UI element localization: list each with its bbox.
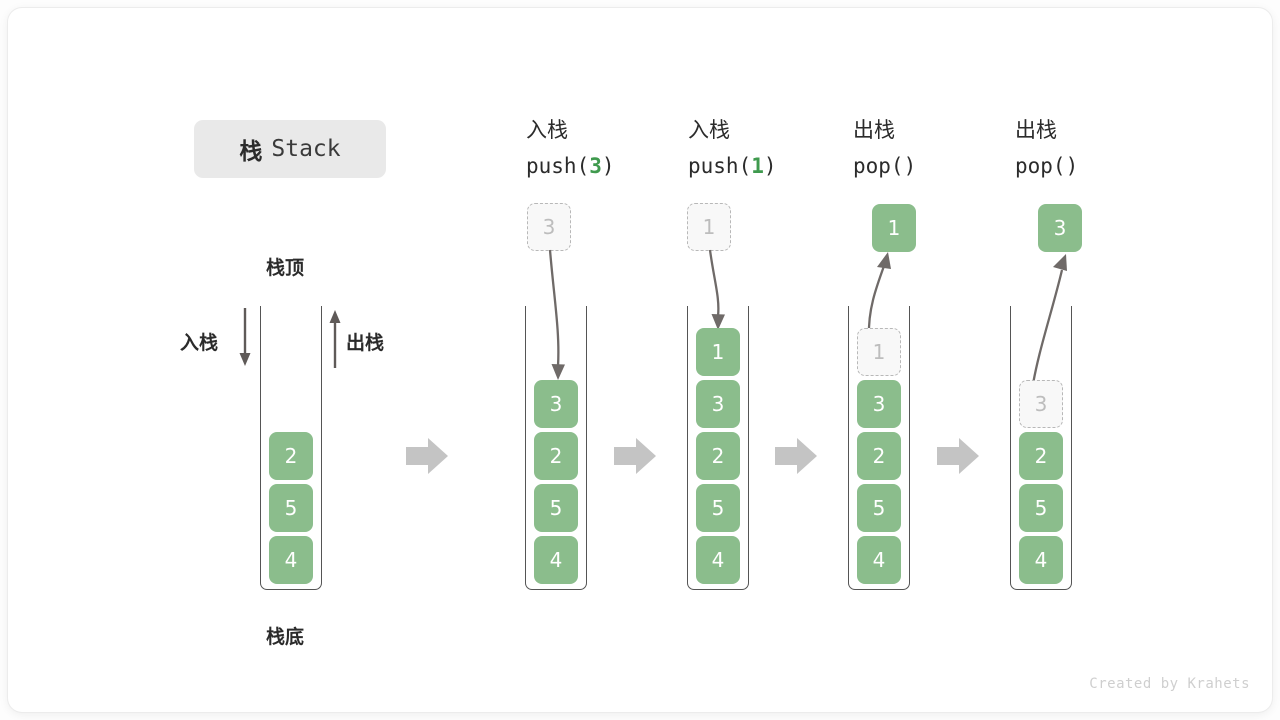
stack-cell: 2 — [1019, 432, 1063, 480]
popped-cell: 3 — [1038, 204, 1082, 252]
popped-cell: 1 — [872, 204, 916, 252]
stack-cell: 1 — [696, 328, 740, 376]
push-motion-arrow — [548, 249, 565, 380]
op-label-cn: 入栈 — [526, 118, 568, 142]
transition-arrow — [406, 438, 448, 474]
incoming-cell-ghost: 1 — [687, 203, 731, 251]
push-motion-arrow — [708, 249, 725, 330]
push-side-label: 入栈 — [180, 332, 219, 354]
op-code-prefix: push( — [688, 154, 752, 178]
stack-container-pop-3 — [1010, 306, 1072, 590]
stack-container-push-1 — [687, 306, 749, 590]
stack-top-label: 栈顶 — [266, 257, 305, 279]
title-en: Stack — [271, 136, 341, 162]
title-cn: 栈 — [239, 139, 264, 165]
op-header-push-3: 入栈 push(3) — [526, 112, 615, 184]
push-direction-arrow — [239, 308, 251, 366]
stack-cell: 4 — [857, 536, 901, 584]
diagram-canvas: 栈 Stack 栈顶 入栈 出栈 2 5 4 栈底 入栈 push(3) 3 3… — [8, 8, 1272, 712]
stack-cell: 5 — [696, 484, 740, 532]
transition-arrow — [775, 438, 817, 474]
stack-container-pop-1 — [848, 306, 910, 590]
incoming-cell-ghost: 3 — [527, 203, 571, 251]
op-code-prefix: pop( — [853, 154, 904, 178]
stack-cell: 2 — [696, 432, 740, 480]
stack-cell: 5 — [269, 484, 313, 532]
transition-arrow — [614, 438, 656, 474]
op-label-cn: 出栈 — [1015, 118, 1057, 142]
transition-arrow — [937, 438, 979, 474]
stack-cell: 4 — [1019, 536, 1063, 584]
stack-cell: 5 — [534, 484, 578, 532]
credit-footer: Created by Krahets — [1089, 676, 1250, 692]
pop-direction-arrow — [329, 310, 341, 368]
op-code-suffix: ) — [1065, 154, 1079, 178]
stack-container-push-3 — [525, 306, 587, 590]
op-code-prefix: pop( — [1015, 154, 1066, 178]
stack-cell: 2 — [857, 432, 901, 480]
op-code-value: 1 — [751, 154, 764, 178]
stack-container-initial — [260, 306, 322, 590]
stack-cell: 3 — [534, 380, 578, 428]
title-chip: 栈 Stack — [194, 120, 386, 178]
stack-cell: 5 — [1019, 484, 1063, 532]
op-code-suffix: ) — [601, 154, 615, 178]
stack-cell: 2 — [534, 432, 578, 480]
op-label-cn: 出栈 — [853, 118, 895, 142]
op-code-prefix: push( — [526, 154, 590, 178]
stack-cell: 3 — [696, 380, 740, 428]
stack-cell: 3 — [857, 380, 901, 428]
op-label-cn: 入栈 — [688, 118, 730, 142]
pop-side-label: 出栈 — [346, 332, 385, 354]
stack-cell: 2 — [269, 432, 313, 480]
stack-cell: 4 — [696, 536, 740, 584]
pop-motion-arrow — [1030, 254, 1067, 391]
stack-cell: 5 — [857, 484, 901, 532]
op-code-suffix: ) — [903, 154, 917, 178]
outgoing-cell-ghost: 3 — [1019, 380, 1063, 428]
op-code-value: 3 — [589, 154, 602, 178]
stack-cell: 4 — [269, 536, 313, 584]
op-code-suffix: ) — [763, 154, 777, 178]
op-header-pop-3: 出栈 pop() — [1015, 112, 1078, 184]
stack-cell: 4 — [534, 536, 578, 584]
op-header-push-1: 入栈 push(1) — [688, 112, 777, 184]
stack-bottom-label: 栈底 — [266, 626, 305, 648]
op-header-pop-1: 出栈 pop() — [853, 112, 916, 184]
outgoing-cell-ghost: 1 — [857, 328, 901, 376]
